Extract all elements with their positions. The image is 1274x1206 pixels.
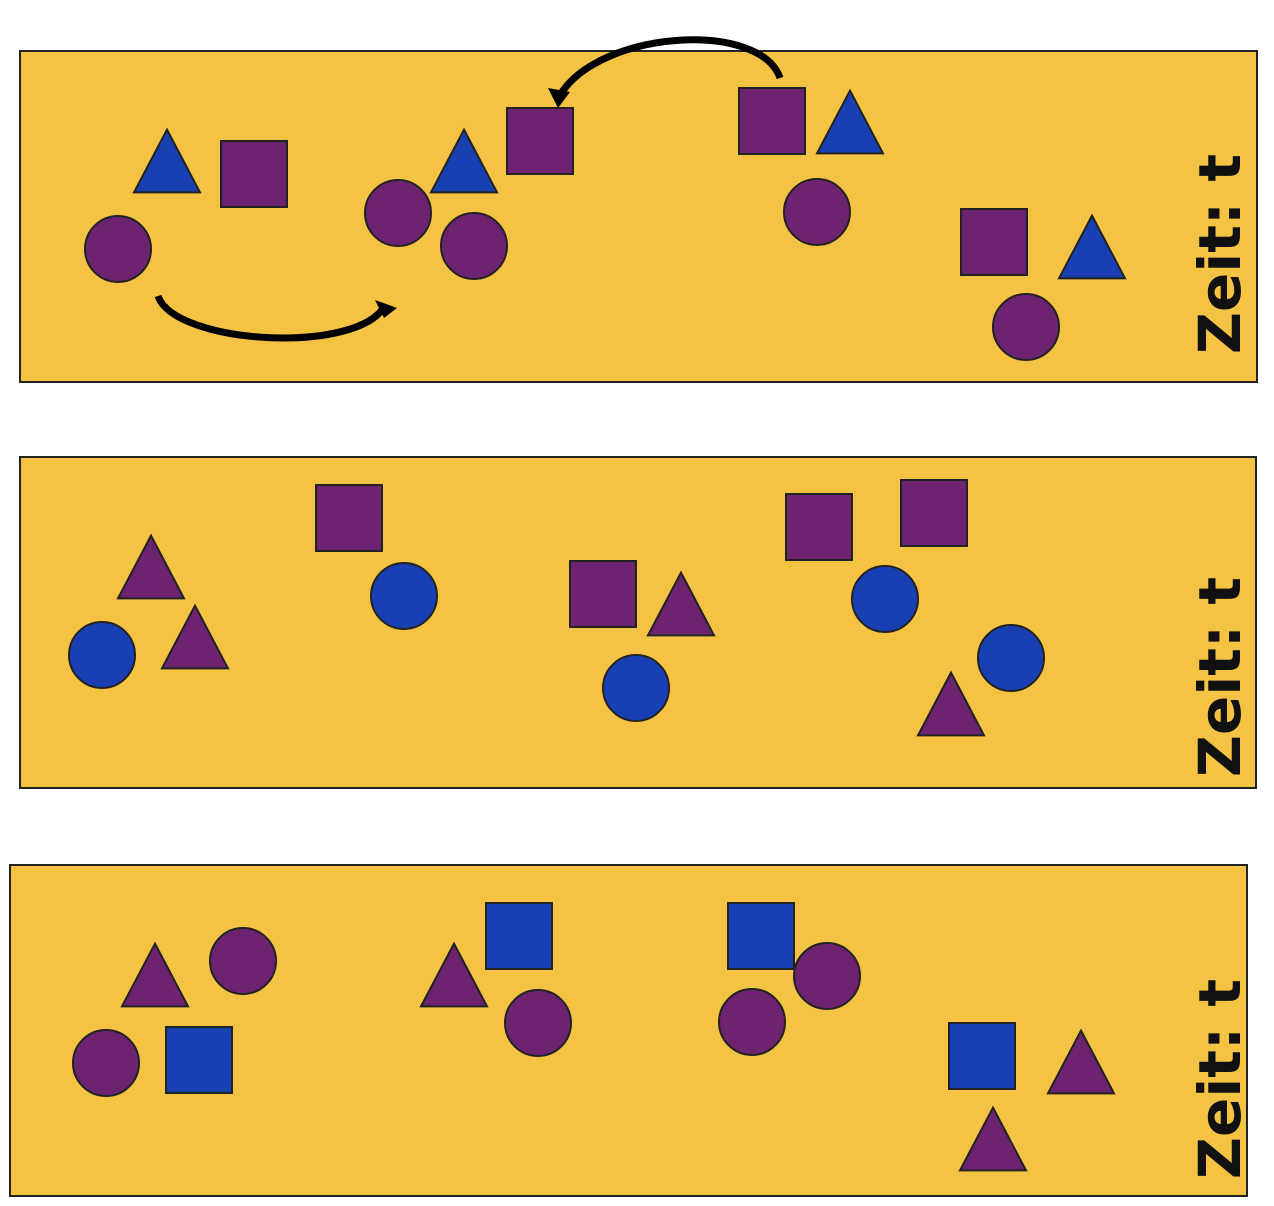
- purple-circle: [504, 989, 572, 1057]
- purple-triangle: [160, 603, 230, 670]
- purple-square: [506, 107, 574, 175]
- purple-triangle: [916, 670, 986, 737]
- purple-triangle: [958, 1105, 1028, 1172]
- blue-circle: [602, 654, 670, 722]
- purple-circle: [209, 927, 277, 995]
- blue-square: [727, 902, 795, 970]
- purple-circle: [72, 1029, 140, 1097]
- time-label: Zeit: t: [1186, 576, 1254, 778]
- purple-square: [220, 140, 288, 208]
- blue-square: [485, 902, 553, 970]
- blue-square: [948, 1022, 1016, 1090]
- blue-square: [165, 1026, 233, 1094]
- curved-arrow: [154, 294, 389, 342]
- purple-circle: [992, 293, 1060, 361]
- panel-3-shapes: [72, 902, 1116, 1172]
- time-label: Zeit: t: [1186, 153, 1254, 355]
- blue-circle: [370, 562, 438, 630]
- purple-triangle: [646, 570, 716, 637]
- purple-square: [569, 560, 637, 628]
- panel-2: [19, 456, 1257, 789]
- purple-square: [315, 484, 383, 552]
- purple-triangle: [1046, 1028, 1116, 1095]
- blue-triangle: [132, 127, 202, 194]
- purple-square: [900, 479, 968, 547]
- purple-square: [785, 493, 853, 561]
- blue-circle: [851, 565, 919, 633]
- blue-circle: [977, 624, 1045, 692]
- purple-circle: [364, 179, 432, 247]
- blue-circle: [68, 621, 136, 689]
- blue-triangle: [815, 88, 885, 155]
- purple-circle: [440, 212, 508, 280]
- arrowhead-icon: [375, 300, 397, 318]
- purple-circle: [793, 942, 861, 1010]
- purple-triangle: [419, 941, 489, 1008]
- purple-circle: [718, 988, 786, 1056]
- blue-triangle: [1057, 213, 1127, 280]
- purple-square: [738, 87, 806, 155]
- purple-circle: [84, 215, 152, 283]
- purple-square: [960, 208, 1028, 276]
- panel-1-shapes: [84, 36, 1127, 361]
- panel-2-shapes: [68, 479, 1045, 737]
- time-label: Zeit: t: [1186, 978, 1254, 1180]
- blue-triangle: [429, 127, 499, 194]
- curved-arrow: [557, 36, 784, 97]
- purple-triangle: [120, 941, 190, 1008]
- purple-circle: [783, 178, 851, 246]
- purple-triangle: [116, 533, 186, 600]
- arrowhead-icon: [548, 88, 570, 108]
